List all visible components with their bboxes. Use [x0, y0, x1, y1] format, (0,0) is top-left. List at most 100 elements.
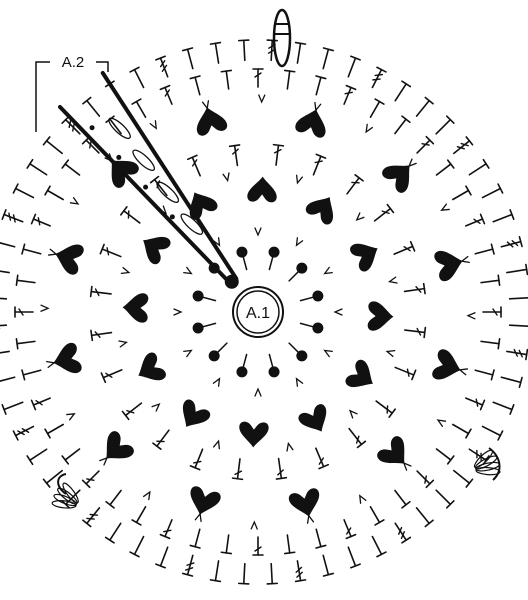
- heart-petal: [247, 176, 277, 203]
- chain-stitch-v: [387, 276, 398, 284]
- stitch-stem: [186, 554, 194, 576]
- stitch-top: [105, 115, 115, 124]
- chain-stitch-v: [306, 514, 315, 524]
- stitch-bar: [351, 181, 360, 184]
- stitch-top: [283, 551, 296, 555]
- stitch-top: [356, 440, 367, 449]
- heart-petal-shape: [434, 250, 463, 282]
- stitch-bar: [424, 475, 427, 484]
- chain-stitch-v: [436, 419, 447, 427]
- heart-petal: [382, 165, 410, 193]
- single-crochet-t: [435, 489, 455, 509]
- stitch-stem: [194, 76, 201, 96]
- stitch-stem: [14, 425, 35, 437]
- heart-petal-shape: [143, 236, 171, 265]
- stitch-stem: [394, 489, 407, 506]
- chain-stitch-v: [183, 266, 193, 275]
- chain-stitch-stroke: [120, 266, 131, 275]
- double-crochet-cross: [346, 174, 364, 195]
- heart-petal: [350, 243, 378, 272]
- stitch-top: [237, 39, 250, 42]
- single-crochet-t: [492, 209, 515, 223]
- chain-stitch-v: [250, 520, 258, 530]
- stitch-stem: [404, 329, 426, 334]
- shell-petal: [62, 482, 79, 504]
- stitch-stem: [393, 245, 414, 255]
- stitch-stem: [90, 290, 112, 295]
- shell-petal: [475, 466, 501, 476]
- single-crochet-t: [468, 158, 490, 176]
- double-crochet-cross: [120, 206, 141, 224]
- heart-petal-shape: [182, 399, 211, 427]
- chain-stitch-stroke: [295, 237, 304, 247]
- chain-stitch-stroke: [183, 266, 193, 275]
- stitch-bar: [511, 240, 519, 247]
- double-crochet-cross: [403, 282, 426, 295]
- stitch-top: [82, 519, 92, 528]
- stitch-top: [104, 80, 115, 88]
- stitch-top: [376, 551, 387, 558]
- double-crochet-cross: [231, 458, 244, 481]
- stitch-bar: [254, 546, 262, 552]
- double-crochet-cross: [99, 243, 122, 258]
- heart-petal: [111, 160, 139, 188]
- stitch-stem: [194, 448, 204, 469]
- stitch-stem: [90, 331, 113, 337]
- stitch-top: [322, 47, 335, 52]
- stitch-top: [315, 153, 327, 159]
- stitch-stem: [346, 177, 360, 195]
- stitch-bar: [163, 529, 172, 533]
- stitch-bar: [344, 91, 353, 95]
- stitch-stem: [296, 42, 302, 64]
- chain-stitch-v: [40, 304, 50, 312]
- stitch-bar: [254, 72, 262, 78]
- stitch-bar: [126, 409, 135, 414]
- heart-petal-shape: [350, 243, 378, 272]
- stitch-top: [423, 326, 427, 339]
- double-crochet-cross: [404, 326, 427, 339]
- single-crochet-t: [343, 84, 357, 105]
- single-crochet-t: [82, 96, 101, 117]
- chain-stitch-stroke: [46, 360, 56, 369]
- stitch-stem: [322, 554, 330, 576]
- stitch-stem: [164, 519, 173, 538]
- chain-stitch-stroke: [306, 514, 315, 524]
- double-crochet-cross: [272, 143, 285, 166]
- single-crochet-t: [61, 115, 81, 135]
- stitch-stem: [85, 139, 100, 154]
- chain-stitch-v: [365, 123, 373, 134]
- heart-petal: [106, 431, 134, 459]
- stitch-stem: [375, 400, 393, 414]
- stitch-top: [425, 479, 435, 489]
- stitch-top: [411, 369, 417, 381]
- single-crochet-t: [44, 423, 64, 439]
- stitch-stem: [415, 507, 430, 525]
- chart-segment-lines: [58, 70, 239, 286]
- stitch-top: [315, 544, 327, 549]
- double-crochet-cross: [315, 447, 330, 470]
- stitch-stem: [371, 68, 383, 89]
- center-ring-outer: [232, 286, 284, 338]
- stitch-top: [350, 55, 361, 61]
- stitch-stem: [85, 470, 100, 485]
- puff-oval: [156, 181, 180, 203]
- stitch-stem: [452, 423, 470, 435]
- stitch-top: [294, 41, 307, 45]
- single-crochet-t: [21, 243, 42, 255]
- stitch-top: [374, 98, 385, 105]
- single-crochet-t: [81, 470, 100, 489]
- stitch-top: [189, 75, 201, 80]
- single-crochet-t: [315, 75, 327, 96]
- stitch-top: [189, 465, 201, 471]
- stitch-bar: [72, 123, 75, 132]
- single-crochet-t: [500, 235, 523, 248]
- heart-petal-shape: [377, 436, 405, 464]
- slip-stitch-dot: [312, 322, 324, 334]
- center-label: A.1: [246, 305, 270, 322]
- stitch-stem: [435, 118, 452, 135]
- slip-stitch-dot: [208, 262, 220, 274]
- stitch-stem: [214, 42, 220, 64]
- single-crochet-t: [452, 185, 472, 201]
- stitch-stem: [500, 376, 522, 384]
